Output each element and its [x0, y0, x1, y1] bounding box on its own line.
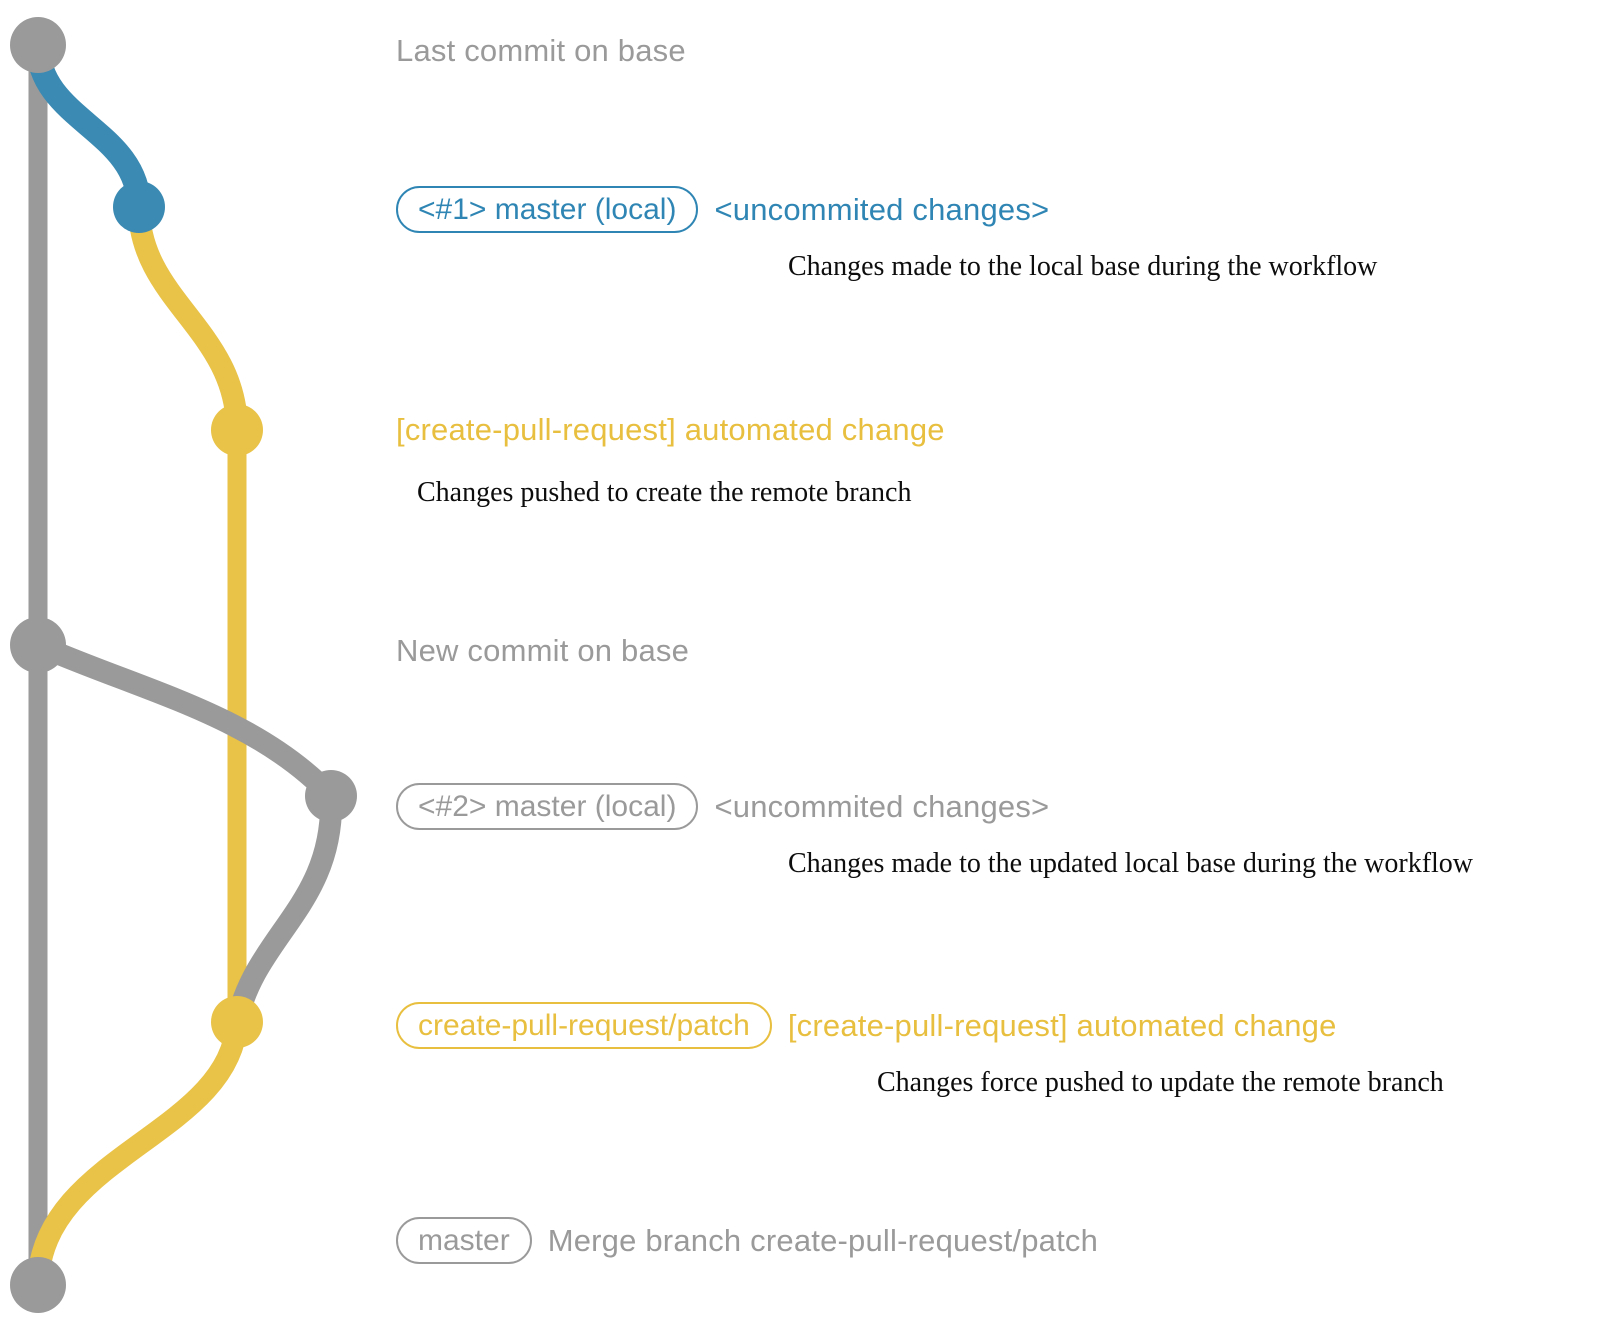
commit-subject-new-commit-on-base: New commit on base — [396, 633, 690, 668]
commit-row-header: New commit on base — [396, 633, 689, 669]
commit-node-remote-patch-1[interactable] — [211, 404, 263, 456]
ref-badge-automated-change-2[interactable]: create-pull-request/patch — [396, 1002, 772, 1049]
commit-row-header: <#2> master (local) <uncommited changes> — [396, 783, 1049, 830]
commit-subject-automated-change-2: [create-pull-request] automated change — [787, 1007, 1337, 1043]
commit-description-local-2: Changes made to the updated local base d… — [788, 848, 1474, 879]
ref-badge-local-2[interactable]: <#2> master (local) — [396, 783, 699, 830]
commit-row-header: create-pull-request/patch [create-pull-re… — [396, 1002, 1337, 1049]
commit-row-header: master Merge branch create-pull-request/p… — [396, 1217, 1098, 1264]
commit-subject-automated-change-1: [create-pull-request] automated change — [396, 412, 945, 447]
commit-row-header: <#1> master (local) <uncommited changes> — [396, 186, 1049, 233]
commit-subject-master-merge: Merge branch create-pull-request/patch — [547, 1222, 1099, 1258]
edge-local1-to-patch1 — [128, 196, 248, 441]
commit-row-automated-change-1: [create-pull-request] automated change — [396, 412, 945, 448]
commit-graph — [10, 17, 357, 1313]
commit-row-last-commit-on-base: Last commit on base — [396, 33, 686, 69]
commit-row-master-merge: master Merge branch create-pull-request/p… — [396, 1217, 1098, 1264]
commit-row-header: Last commit on base — [396, 33, 686, 69]
commit-row-new-commit-on-base: New commit on base — [396, 633, 689, 669]
commit-subject-local-1: <uncommited changes> — [714, 191, 1050, 227]
ref-badge-local-1[interactable]: <#1> master (local) — [396, 186, 699, 233]
commit-node-remote-patch-2[interactable] — [211, 996, 263, 1048]
edge-local2-to-patch2 — [226, 785, 343, 1033]
commit-row-header: [create-pull-request] automated change — [396, 412, 945, 448]
commit-description-automated-change-2: Changes force pushed to update the remot… — [877, 1067, 1444, 1098]
ref-badge-master-merge[interactable]: master — [396, 1217, 532, 1264]
edge-basenew-to-local2 — [27, 634, 342, 807]
commit-row-local-1: <#1> master (local) <uncommited changes> — [396, 186, 1049, 233]
commit-subject-local-2: <uncommited changes> — [714, 788, 1050, 824]
commit-subject-last-commit-on-base: Last commit on base — [396, 33, 686, 68]
commit-row-local-2: <#2> master (local) <uncommited changes> — [396, 783, 1049, 830]
commit-description-local-1: Changes made to the local base during th… — [788, 251, 1378, 282]
commit-description-automated-change-1: Changes pushed to create the remote bran… — [417, 477, 912, 508]
commit-row-automated-change-2: create-pull-request/patch [create-pull-re… — [396, 1002, 1337, 1049]
commit-node-base-new[interactable] — [10, 617, 66, 673]
edge-patch2-to-merge — [27, 1011, 248, 1296]
commit-node-base-last[interactable] — [10, 17, 66, 73]
commit-node-local-1[interactable] — [113, 181, 165, 233]
commit-node-master-merge[interactable] — [10, 1257, 66, 1313]
commit-node-local-2[interactable] — [305, 770, 357, 822]
